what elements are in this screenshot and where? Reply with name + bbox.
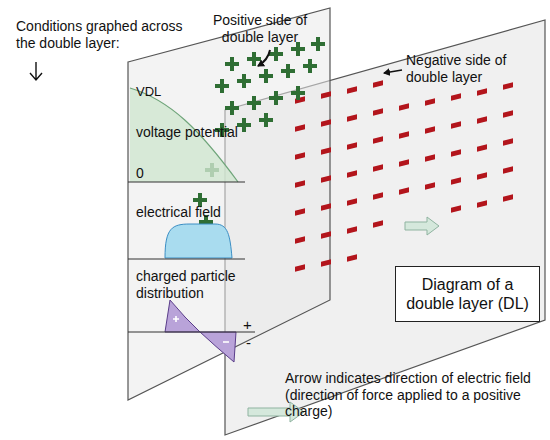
minus-charge [295,180,305,187]
field-axis [128,258,245,259]
pointer-arrow [384,70,402,73]
plane-label: Negative side of double layer [406,52,538,85]
positive-lobe [165,300,200,332]
minus-charge [425,126,435,133]
minus-charge [373,192,383,199]
minus-charge [347,170,357,177]
minus-charge [451,205,461,212]
minus-charge [347,114,357,121]
plus-charge [247,52,261,66]
minus-charge [295,124,305,131]
plus-charge [311,37,325,51]
field-curve [165,224,232,258]
minus-charge [321,231,331,238]
plus-charge [259,69,273,83]
minus-charge [399,159,409,166]
note-text: Arrow indicates direction of electric fi… [285,370,540,420]
positive-plane [128,8,330,400]
axis-label: VDL [136,84,176,99]
minus-charge [503,194,513,201]
lobe-plus [173,316,179,322]
minus-charge [399,187,409,194]
minus-charge [399,103,409,110]
minus-charge [503,82,513,89]
lobe-minus [223,341,229,343]
minus-charge [295,208,305,215]
box-text: Diagram of a double layer (DL) [404,275,531,313]
minus-charge [347,142,357,149]
down-arrow [30,62,42,80]
minus-charge [321,259,331,266]
minus-charge [373,108,383,115]
minus-charge [321,203,331,210]
minus-charge [373,80,383,87]
minus-charge [451,149,461,156]
minus-charge [477,144,487,151]
plus-charge [269,91,283,105]
plus-charge [237,118,251,132]
minus-charge [321,91,331,98]
minus-charge [399,131,409,138]
minus-charge [347,254,357,261]
minus-charge [347,86,357,93]
minus-charge [451,177,461,184]
sign-label: - [246,334,260,352]
minus-charge [503,166,513,173]
plus-charge [225,101,239,115]
plane-label: Positive side of double layer [192,12,328,45]
plus-charge [225,57,239,71]
axis-label: 0 [136,165,156,182]
minus-charge [477,88,487,95]
minus-charge [503,110,513,117]
minus-charge [295,264,305,271]
minus-charge [347,226,357,233]
plus-charge [215,79,229,93]
minus-charge [321,175,331,182]
zero-axis [128,181,245,182]
negative-lobe [200,332,236,362]
minus-charge [321,147,331,154]
title-box: Diagram of a double layer (DL) [395,266,540,322]
plus-charge [259,113,273,127]
plus-charge [281,64,295,78]
plus-charge [237,74,251,88]
plus-charge [303,59,317,73]
minus-charge [425,182,435,189]
field-arrow [405,217,439,235]
minus-charge [451,93,461,100]
sign-label: + [243,316,257,334]
minus-charge [477,116,487,123]
plus-charge [269,47,283,61]
minus-charge [425,98,435,105]
minus-charge [373,220,383,227]
minus-charge [321,119,331,126]
minus-charge [477,172,487,179]
pointer-arrow [258,50,270,66]
minus-charge [295,236,305,243]
plus-charge [291,86,305,100]
minus-charge [451,121,461,128]
minus-charge [425,154,435,161]
graph-label: charged particle distribution [136,268,251,301]
graph-note: Conditions graphed across the double lay… [16,18,186,51]
minus-charge [373,136,383,143]
plus-charge [247,96,261,110]
distribution-axis [128,331,255,332]
graph-label: electrical field [136,204,256,221]
graph-label: voltage potential [136,124,256,141]
minus-charge [373,164,383,171]
minus-charge [295,152,305,159]
minus-charge [347,198,357,205]
negative-charges [295,80,513,271]
minus-charge [477,200,487,207]
minus-charge [503,138,513,145]
